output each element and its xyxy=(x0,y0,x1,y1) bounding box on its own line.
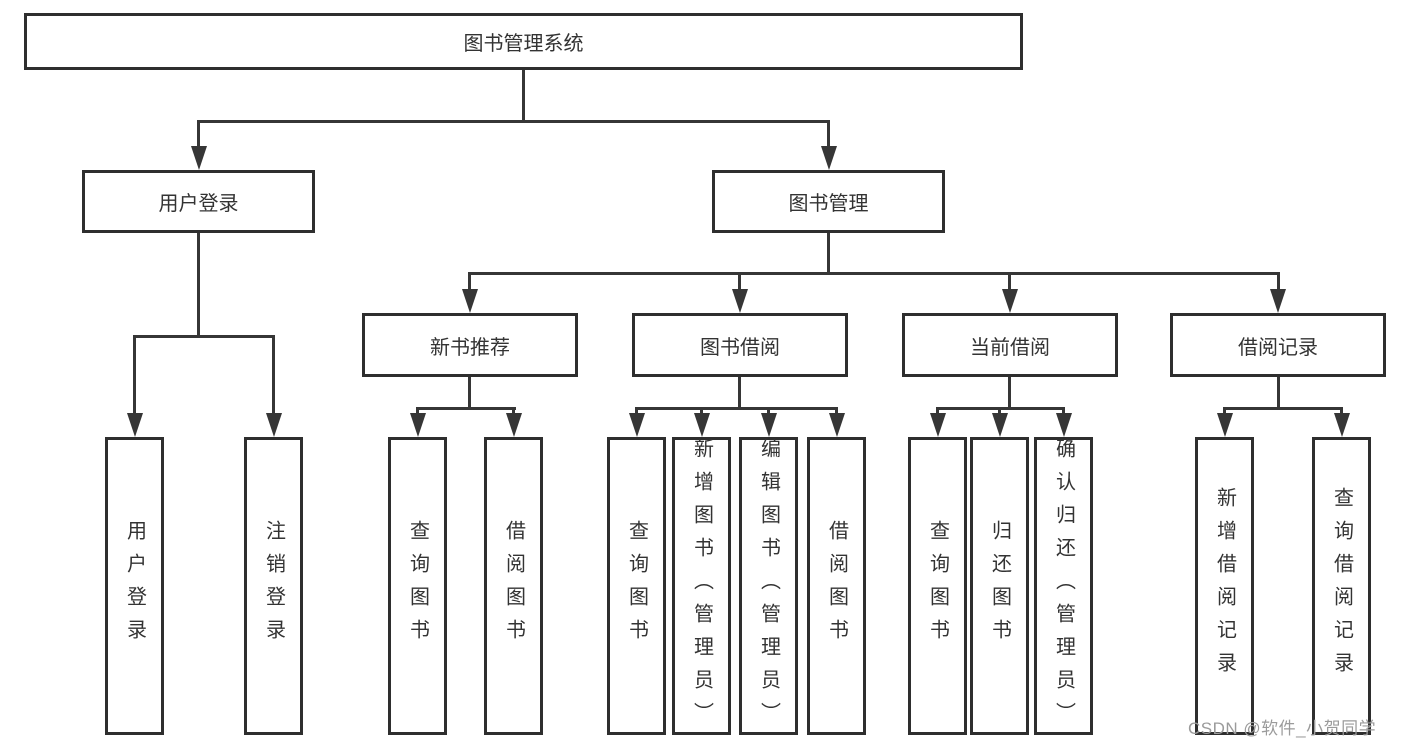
connector-line xyxy=(1340,407,1343,416)
arrowhead-icon xyxy=(506,413,522,437)
leaf-label: 新增借阅记录 xyxy=(1213,487,1236,685)
leaf-return-books: 归还图书 xyxy=(970,437,1029,735)
leaf-edit-book-admin: 编辑图书（管理员） xyxy=(739,437,798,735)
leaf-label: 新增图书（管理员） xyxy=(690,437,713,735)
connector-line xyxy=(936,407,939,416)
arrowhead-icon xyxy=(1056,413,1072,437)
connector-line xyxy=(1277,377,1280,410)
arrowhead-icon xyxy=(930,413,946,437)
leaf-borrow-books-recommend: 借阅图书 xyxy=(484,437,543,735)
connector-line xyxy=(635,407,838,410)
node-book-borrowing: 图书借阅 xyxy=(632,313,848,377)
leaf-label: 确认归还（管理员） xyxy=(1052,437,1075,735)
leaf-label: 注销登录 xyxy=(262,520,285,652)
connector-line xyxy=(738,377,741,410)
connector-line xyxy=(1008,272,1011,291)
arrowhead-icon xyxy=(732,289,748,313)
connector-line xyxy=(635,407,638,416)
node-book-management: 图书管理 xyxy=(712,170,945,233)
arrowhead-icon xyxy=(462,289,478,313)
connector-line xyxy=(522,70,525,123)
leaf-query-books-recommend: 查询图书 xyxy=(388,437,447,735)
leaf-logout: 注销登录 xyxy=(244,437,303,735)
connector-line xyxy=(998,407,1001,416)
leaf-add-borrow-record: 新增借阅记录 xyxy=(1195,437,1254,735)
connector-line xyxy=(197,120,200,148)
node-root-label: 图书管理系统 xyxy=(463,33,584,55)
node-label: 新书推荐 xyxy=(430,336,510,359)
leaf-label: 借阅图书 xyxy=(502,520,525,652)
connector-line xyxy=(416,407,516,410)
node-label: 借阅记录 xyxy=(1238,336,1318,359)
connector-line xyxy=(133,335,275,338)
connector-line xyxy=(1008,377,1011,410)
connector-line xyxy=(1062,407,1065,416)
connector-line xyxy=(700,407,703,416)
node-label: 图书管理 xyxy=(788,193,869,215)
leaf-confirm-return-admin: 确认归还（管理员） xyxy=(1034,437,1093,735)
connector-line xyxy=(197,233,200,338)
arrowhead-icon xyxy=(191,146,207,170)
arrowhead-icon xyxy=(410,413,426,437)
arrowhead-icon xyxy=(829,413,845,437)
leaf-query-books-current: 查询图书 xyxy=(908,437,967,735)
connector-line xyxy=(468,377,471,410)
leaf-label: 查询借阅记录 xyxy=(1330,487,1353,685)
leaf-label: 归还图书 xyxy=(988,520,1011,652)
leaf-label: 借阅图书 xyxy=(825,520,848,652)
node-borrow-records: 借阅记录 xyxy=(1170,313,1386,377)
arrowhead-icon xyxy=(1270,289,1286,313)
leaf-label: 查询图书 xyxy=(926,520,949,652)
connector-line xyxy=(1223,407,1226,416)
leaf-query-books-borrowing: 查询图书 xyxy=(607,437,666,735)
arrowhead-icon xyxy=(1334,413,1350,437)
arrowhead-icon xyxy=(821,146,837,170)
node-label: 图书借阅 xyxy=(700,336,780,359)
node-label: 用户登录 xyxy=(158,193,239,215)
node-label: 当前借阅 xyxy=(970,336,1050,359)
leaf-query-borrow-record: 查询借阅记录 xyxy=(1312,437,1371,735)
arrowhead-icon xyxy=(629,413,645,437)
leaf-user-login: 用户登录 xyxy=(105,437,164,735)
connector-line xyxy=(827,233,830,275)
connector-line xyxy=(512,407,515,416)
connector-line xyxy=(738,272,741,291)
leaf-label: 用户登录 xyxy=(123,520,146,652)
connector-line xyxy=(468,272,1280,275)
connector-line xyxy=(1223,407,1343,410)
arrowhead-icon xyxy=(1002,289,1018,313)
connector-line xyxy=(468,272,471,291)
connector-line xyxy=(197,120,830,123)
node-user-login: 用户登录 xyxy=(82,170,315,233)
connector-line xyxy=(416,407,419,416)
arrowhead-icon xyxy=(266,413,282,437)
csdn-watermark: CSDN @软件_小贺同学 xyxy=(1188,719,1377,738)
connector-line xyxy=(133,335,136,415)
leaf-label: 编辑图书（管理员） xyxy=(757,437,780,735)
arrowhead-icon xyxy=(694,413,710,437)
leaf-label: 查询图书 xyxy=(406,520,429,652)
leaf-add-book-admin: 新增图书（管理员） xyxy=(672,437,731,735)
connector-line xyxy=(1277,272,1280,291)
node-root: 图书管理系统 xyxy=(24,13,1023,70)
connector-line xyxy=(827,120,830,148)
leaf-label: 查询图书 xyxy=(625,520,648,652)
arrowhead-icon xyxy=(1217,413,1233,437)
arrowhead-icon xyxy=(761,413,777,437)
arrowhead-icon xyxy=(127,413,143,437)
arrowhead-icon xyxy=(992,413,1008,437)
connector-line xyxy=(272,335,275,415)
node-new-book-recommend: 新书推荐 xyxy=(362,313,578,377)
connector-line xyxy=(767,407,770,416)
connector-line xyxy=(835,407,838,416)
leaf-borrow-books: 借阅图书 xyxy=(807,437,866,735)
node-current-borrowing: 当前借阅 xyxy=(902,313,1118,377)
